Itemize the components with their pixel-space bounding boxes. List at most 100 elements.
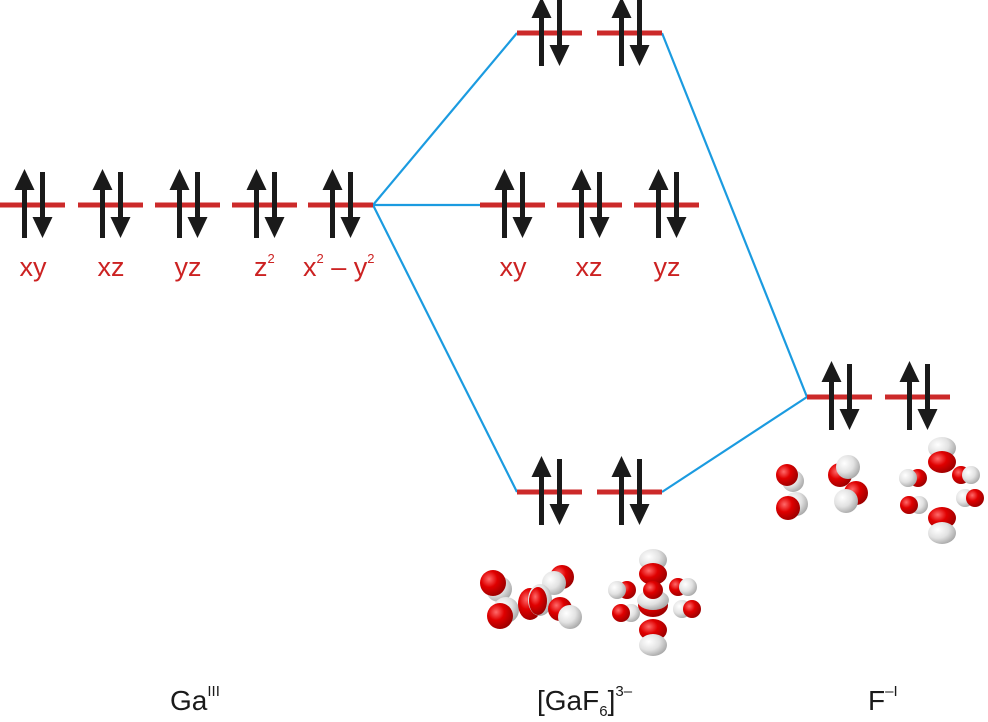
p-orbital-icon — [899, 469, 927, 487]
complex-orbital-labels: xy xz yz — [500, 252, 681, 282]
spin-down-arrow-icon — [264, 217, 285, 238]
p-orbital-icon — [776, 464, 804, 492]
spin-down-arrow-icon — [549, 45, 570, 66]
species-metal-oxidation: III — [207, 683, 220, 700]
spin-down-arrow-icon — [589, 217, 610, 238]
electron-pair — [322, 169, 361, 238]
complex-orbital-label-xz: xz — [576, 252, 603, 282]
p-orbital-icon — [952, 466, 980, 484]
electron-pair — [821, 361, 860, 430]
p-orbital-icon — [487, 597, 519, 629]
spin-up-arrow-icon — [246, 169, 267, 190]
electron-pair — [92, 169, 131, 238]
p-orbital-icon — [673, 600, 701, 618]
spin-up-arrow-icon — [92, 169, 113, 190]
spin-down-arrow-icon — [839, 409, 860, 430]
lobe-red — [900, 496, 918, 514]
orbital-label-xy: xy — [20, 252, 48, 282]
p-orbital-icon — [900, 496, 928, 514]
spin-down-arrow-icon — [549, 504, 570, 525]
p-orbital-icon — [956, 489, 984, 507]
orbital-label-z2: z2 — [254, 251, 275, 282]
orbital-label-y-base: y — [354, 252, 368, 282]
complex-orbital-label-yz: yz — [654, 252, 681, 282]
species-metal-name: Ga — [170, 685, 208, 716]
complex-orbital-set-1 — [480, 565, 582, 629]
lobe-white — [928, 522, 956, 544]
electron-pair — [169, 169, 208, 238]
spin-up-arrow-icon — [611, 456, 632, 477]
lobe-red — [643, 581, 663, 599]
species-complex-subscript: 6 — [599, 703, 607, 720]
spin-up-arrow-icon — [821, 361, 842, 382]
lobe-red — [928, 451, 956, 473]
lobe-red — [683, 600, 701, 618]
p-orbital-icon — [834, 481, 868, 513]
correlation-lines — [372, 32, 809, 493]
p-orbital-icon — [612, 604, 640, 622]
orbital-label-xz: xz — [98, 252, 125, 282]
ligand-orbital-set-3 — [899, 437, 984, 544]
species-label-metal: GaIII — [170, 683, 220, 716]
orbital-label-y2-sup: 2 — [367, 251, 374, 266]
species-complex-bracket: ] — [608, 685, 616, 716]
correlation-line — [660, 32, 809, 398]
lobe-red — [487, 603, 513, 629]
complex-orbital-label-xy: xy — [500, 252, 528, 282]
spin-down-arrow-icon — [110, 217, 131, 238]
electron-pair — [571, 169, 610, 238]
p-orbital-icon — [608, 581, 636, 599]
orbital-lobe-illustrations — [480, 437, 984, 656]
lobe-white — [639, 634, 667, 656]
spin-up-arrow-icon — [648, 169, 669, 190]
species-ligand-name: F — [868, 685, 885, 716]
p-orbital-icon — [828, 455, 860, 487]
lobe-white — [962, 466, 980, 484]
orbital-label-minus: – — [324, 252, 354, 282]
correlation-line — [661, 396, 808, 493]
orbital-label-x2-sup: 2 — [317, 251, 324, 266]
species-complex-name: [GaF — [537, 685, 599, 716]
electron-pair — [899, 361, 938, 430]
spin-down-arrow-icon — [512, 217, 533, 238]
species-complex-charge: 3– — [615, 683, 632, 700]
spin-down-arrow-icon — [629, 504, 650, 525]
correlation-line — [372, 32, 518, 206]
spin-down-arrow-icon — [340, 217, 361, 238]
orbital-label-z2-base: z — [254, 252, 268, 282]
p-orbital-icon — [669, 578, 697, 596]
lobe-red — [612, 604, 630, 622]
p-orbital-icon — [776, 492, 808, 520]
lobe-white — [836, 455, 860, 479]
lobe-red — [776, 496, 800, 520]
species-ligand-oxidation: –I — [885, 683, 898, 700]
spin-up-arrow-icon — [899, 361, 920, 382]
spin-up-arrow-icon — [494, 169, 515, 190]
spin-up-arrow-icon — [611, 0, 632, 18]
electron-pair — [14, 169, 53, 238]
spin-up-arrow-icon — [571, 169, 592, 190]
orbital-label-x2-base: x — [303, 252, 317, 282]
orbital-label-z2-sup: 2 — [268, 251, 275, 266]
spin-down-arrow-icon — [629, 45, 650, 66]
electron-pair — [611, 0, 650, 66]
electron-pair — [611, 456, 650, 525]
species-label-complex: [GaF6]3– — [537, 683, 633, 720]
spin-up-arrow-icon — [531, 456, 552, 477]
ligand-orbital-set-1 — [776, 464, 808, 520]
spin-up-arrow-icon — [169, 169, 190, 190]
electron-pair — [648, 169, 687, 238]
correlation-line — [372, 204, 518, 493]
lobe-white — [899, 469, 917, 487]
ligand-orbital-set-2 — [828, 455, 868, 513]
lobe-white — [558, 605, 582, 629]
lobe-white — [679, 578, 697, 596]
spin-down-arrow-icon — [666, 217, 687, 238]
lobe-white — [834, 489, 858, 513]
electron-pair — [531, 456, 570, 525]
spin-down-arrow-icon — [917, 409, 938, 430]
lobe-red — [966, 489, 984, 507]
lobe-white — [608, 581, 626, 599]
spin-up-arrow-icon — [322, 169, 343, 190]
